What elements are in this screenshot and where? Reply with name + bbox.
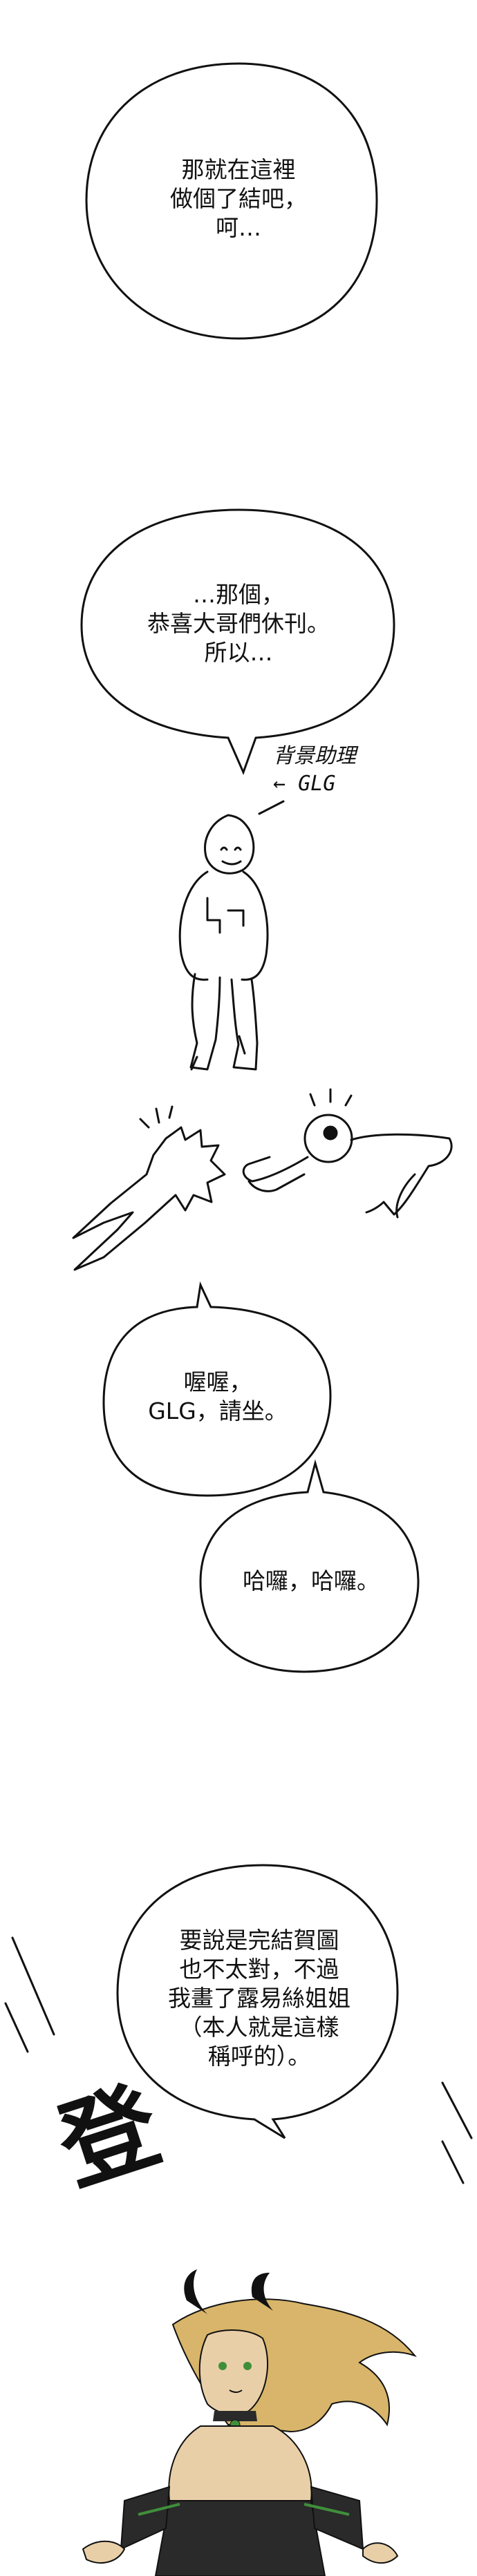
speech-bubble-5 bbox=[116, 1864, 399, 2139]
speech-bubble-2 bbox=[80, 508, 395, 776]
bubble-1-text: 那就在這裡 做個了結吧， 呵… bbox=[170, 156, 307, 241]
speech-bubble-4 bbox=[199, 1459, 420, 1673]
lying-figure bbox=[242, 1088, 453, 1219]
background-assistant-figure bbox=[178, 814, 269, 1071]
louise-character bbox=[82, 2269, 417, 2576]
speech-bubble-1 bbox=[85, 62, 378, 340]
spiky-hair-figure bbox=[72, 1105, 226, 1271]
bubble-5-text: 要說是完結賀圖 也不太對，不過 我畫了露易絲姐姐 （本人就是這樣 稱呼的）。 bbox=[168, 1927, 350, 2070]
bubble-3-text: 喔喔， GLG，請坐。 bbox=[148, 1368, 288, 1424]
speech-bubble-3 bbox=[102, 1281, 332, 1497]
bubble-4-text: 哈囉，哈囉。 bbox=[243, 1567, 380, 1594]
motion-lines bbox=[4, 1936, 473, 2184]
annotation-arrow bbox=[258, 800, 285, 815]
annotation-label: 背景助理 ← GLG bbox=[273, 744, 356, 796]
bubble-2-text: …那個， 恭喜大哥們休刊。 所以… bbox=[147, 581, 330, 666]
